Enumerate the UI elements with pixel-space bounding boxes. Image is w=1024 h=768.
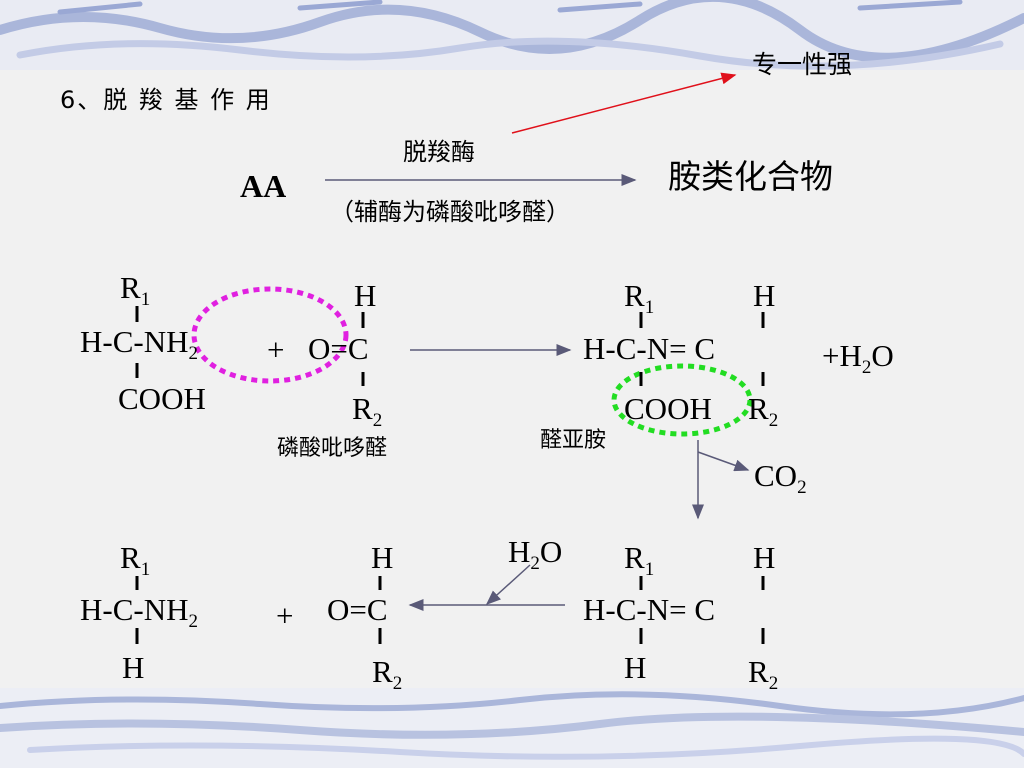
imine-bottom: H [624, 650, 647, 685]
section-title: 6、脱 羧 基 作 用 [60, 86, 272, 114]
aa-middle: H-C-NH2 [80, 324, 198, 365]
imine-r1: R1 [624, 540, 655, 581]
schiff-middle: H-C-N= C [583, 331, 716, 366]
amino-acid-label: AA [240, 168, 287, 204]
step1-plus: + [267, 332, 285, 367]
green-dashed-circle [611, 363, 753, 437]
top-decorative-border [0, 0, 1024, 70]
red-pointer-arrow [511, 72, 737, 134]
water-reactant: H2O [508, 534, 563, 575]
schiff-r2: R2 [748, 391, 779, 432]
enzyme-label: 脱羧酶 [403, 138, 475, 166]
co2-release-arrow [697, 451, 750, 472]
amine-bottom: H [122, 650, 145, 685]
co2-label: CO2 [754, 458, 807, 499]
aa-r1: R1 [120, 270, 151, 311]
coenzyme-label: （辅酶为磷酸吡哆醛） [330, 198, 570, 226]
water-in-arrow [485, 564, 531, 606]
imine-h: H [753, 540, 776, 575]
imine-middle: H-C-N= C [583, 592, 716, 627]
schiff-r1: R1 [624, 278, 655, 319]
plp-h: H [354, 278, 377, 313]
step2-plus: + [276, 598, 294, 633]
aa-bottom: COOH [118, 381, 206, 416]
ald-h: H [371, 540, 394, 575]
schiff-cooh: COOH [624, 391, 712, 426]
specificity-note: 专一性强 [752, 50, 853, 79]
ald-r2: R2 [372, 654, 403, 695]
product-label: 胺类化合物 [668, 157, 833, 196]
amine-middle: H-C-NH2 [80, 592, 198, 633]
schiff-h: H [753, 278, 776, 313]
bond-lines [135, 306, 765, 644]
amine-r1: R1 [120, 540, 151, 581]
magenta-dashed-circle [191, 286, 349, 384]
bottom-decorative-border [0, 688, 1024, 768]
schiff-label: 醛亚胺 [540, 428, 607, 453]
plp-label: 磷酸吡哆醛 [277, 436, 388, 461]
ald-middle: O=C [327, 592, 388, 627]
plp-middle: O=C [308, 331, 369, 366]
imine-r2: R2 [748, 654, 779, 695]
plp-r2: R2 [352, 391, 383, 432]
water-product: +H2O [822, 338, 894, 379]
